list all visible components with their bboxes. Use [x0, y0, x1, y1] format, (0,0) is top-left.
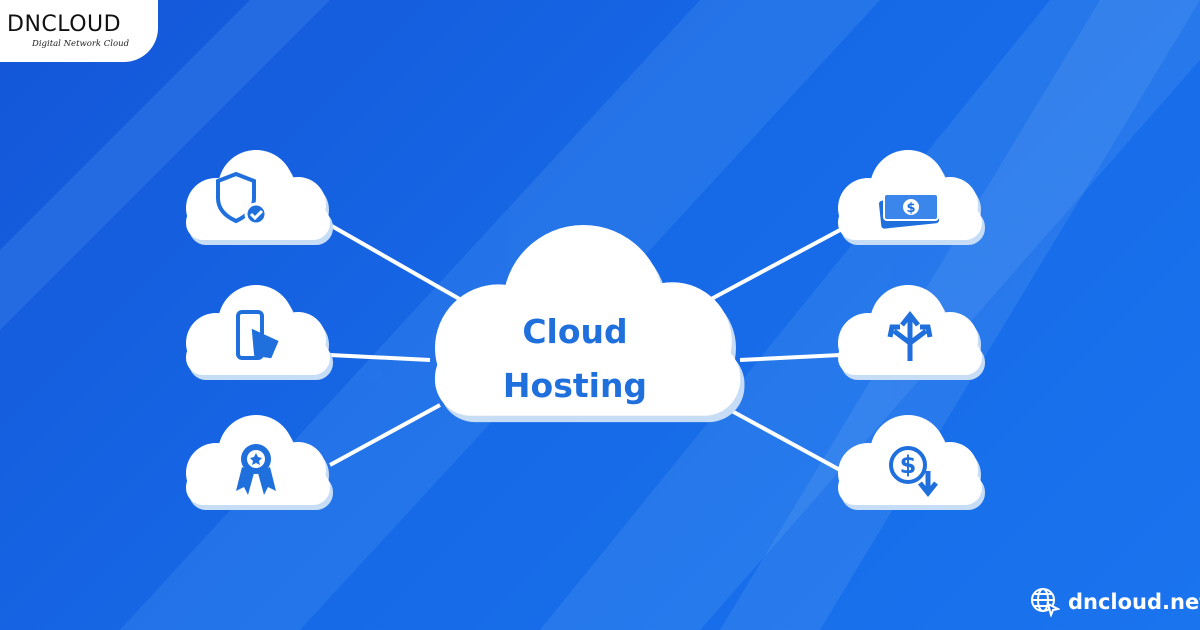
logo-brand: DNCLOUD: [7, 12, 122, 37]
brand-logo[interactable]: DNCLOUD Digital Network Cloud: [0, 0, 158, 62]
website-link[interactable]: dncloud.net: [1030, 587, 1200, 617]
main-cloud-label: Cloud Hosting: [470, 305, 680, 413]
cloud-node-award: [186, 415, 333, 510]
dollar-down-icon: $: [889, 446, 938, 498]
cloud-node-security: [186, 150, 333, 245]
award-ribbon-icon: [236, 444, 276, 495]
connector-lines: [329, 223, 841, 472]
shield-check-icon: [216, 171, 268, 226]
split-arrows-icon: [887, 310, 933, 361]
mobile-touch-icon: [236, 310, 279, 360]
main-title-line2: Hosting: [502, 366, 648, 405]
website-url: dncloud.net: [1068, 590, 1200, 614]
cloud-node-pricing: $: [838, 150, 985, 245]
main-title-line1: Cloud: [522, 312, 628, 351]
svg-text:$: $: [906, 201, 915, 216]
cloud-node-scalability: [838, 285, 985, 380]
logo-tagline: Digital Network Cloud: [32, 39, 130, 49]
money-bill-icon: $: [878, 193, 940, 229]
cloud-node-mobile: [186, 285, 333, 380]
svg-text:$: $: [900, 451, 917, 479]
cloud-node-savings: $: [838, 415, 985, 510]
globe-cursor-icon: [1031, 588, 1060, 617]
